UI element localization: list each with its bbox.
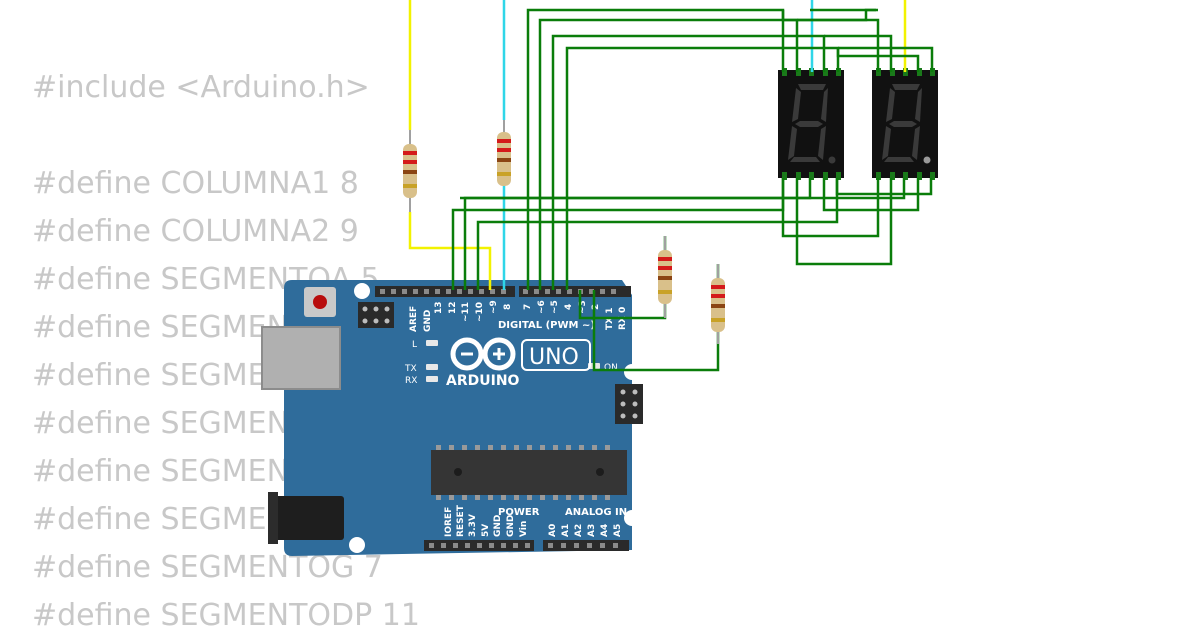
brand-label: ARDUINO [446, 373, 520, 389]
pin-label: A4 [600, 524, 610, 537]
power-jack [268, 492, 344, 544]
resistor [711, 264, 725, 344]
led-rx [426, 376, 438, 382]
code-line: #include <Arduino.h> [32, 70, 370, 105]
led-l-label: L [412, 340, 417, 350]
pin-label: GND [423, 310, 433, 332]
model-badge [521, 339, 591, 371]
pin-label: 7 [523, 304, 533, 310]
led-l [426, 340, 438, 346]
pin-label: IOREF [444, 507, 454, 537]
pin-label: ~9 [489, 300, 499, 314]
model-label: UNO [529, 345, 579, 370]
led-indicators [426, 340, 600, 382]
pin-label: 4 [564, 304, 574, 310]
pin-label: ~6 [537, 300, 547, 314]
pin-label: GND [506, 515, 516, 537]
pin-label: A0 [548, 524, 558, 537]
pin-label: 3.3V [468, 514, 478, 537]
arduino-board: AREF GND 13 12 ~11 ~10 ~9 8 7 ~6 ~5 4 ~3… [261, 280, 643, 556]
mount-hole [624, 364, 640, 380]
usb-connector [261, 326, 341, 390]
reset-button-cap[interactable] [313, 295, 327, 309]
pin-label: 8 [503, 304, 513, 310]
resistor [497, 120, 511, 186]
code-line: #define SEGMENTOD 12 [32, 406, 402, 441]
resistor [403, 130, 417, 212]
led-tx-label: TX [404, 364, 417, 374]
pin-label: A3 [587, 524, 597, 537]
pin-label: Vin [519, 521, 529, 537]
wires [408, 0, 934, 372]
code-line: #define SEGMENTOG 7 [32, 550, 383, 585]
mount-hole [354, 283, 370, 299]
pin-label: AREF [409, 306, 419, 332]
digital-label: DIGITAL (PWM ~) [498, 320, 595, 331]
mount-hole [349, 537, 365, 553]
mount-hole [624, 510, 640, 526]
pin-label: 13 [434, 301, 444, 314]
pin-label: A2 [574, 524, 584, 537]
on-label: ON [604, 363, 618, 373]
pin-label: RESET [456, 504, 466, 537]
icsp-header-2 [615, 384, 643, 424]
pin-label: ~10 [475, 302, 485, 322]
power-header [424, 540, 629, 551]
pin-label: 5V [481, 524, 491, 537]
led-rx-label: RX [405, 376, 417, 386]
wire-yellow [408, 212, 492, 290]
pin-label: 12 [448, 301, 458, 314]
led-tx [426, 364, 438, 370]
pin-label: A1 [561, 524, 571, 537]
microcontroller-chip [431, 445, 627, 500]
pin-label: ~11 [461, 302, 471, 322]
pin-label: A5 [613, 524, 623, 537]
seven-segment-display-1 [778, 68, 844, 180]
seven-segment-display-2 [872, 68, 938, 180]
arduino-logo-icon [450, 337, 516, 371]
resistor [658, 236, 672, 318]
icsp-header [358, 302, 394, 328]
pin-label: 2 [591, 304, 601, 310]
pin-label: GND [493, 515, 503, 537]
code-line: #define COLUMNA2 9 [32, 214, 359, 249]
code-line: #define COLUMNA1 8 [32, 166, 359, 201]
analog-label: ANALOG IN [565, 507, 627, 518]
power-label: POWER [498, 507, 540, 518]
pin-label: ~3 [578, 300, 588, 314]
pin-label: ~5 [550, 300, 560, 314]
code-line: #define SEGMENTODP 11 [32, 598, 420, 633]
